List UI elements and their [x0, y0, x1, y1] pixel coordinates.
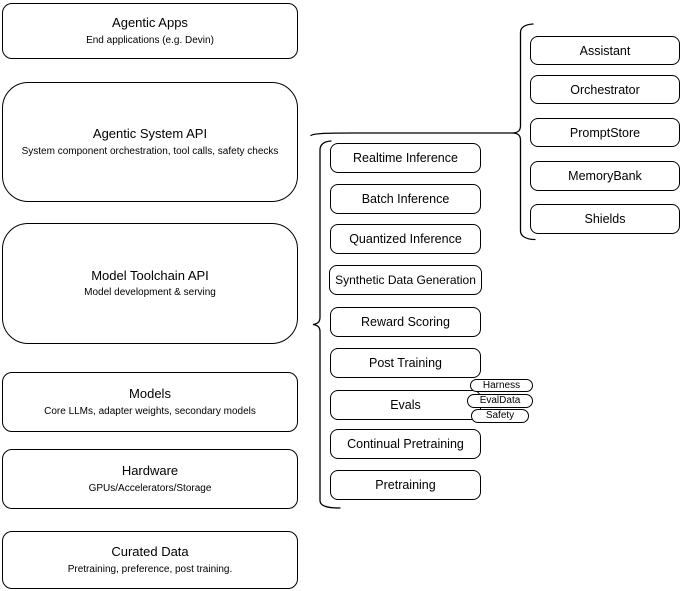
node-label: Pretraining [375, 478, 436, 492]
tag-label: Harness [482, 379, 521, 391]
node-label: Quantized Inference [349, 232, 462, 246]
node-models: Models Core LLMs, adapter weights, secon… [2, 372, 298, 432]
node-subtitle: End applications (e.g. Devin) [86, 34, 214, 46]
tag-label: EvalData [479, 395, 521, 406]
node-label: Synthetic Data Generation [335, 273, 476, 287]
node-agentic-system-api: Agentic System API System component orch… [2, 82, 298, 202]
node-subtitle: Core LLMs, adapter weights, secondary mo… [44, 405, 256, 417]
node-label: Evals [390, 398, 421, 412]
node-subtitle: System component orchestration, tool cal… [21, 145, 279, 157]
node-realtime-inference: Realtime Inference [330, 143, 481, 173]
tag-evaldata: EvalData [467, 394, 533, 408]
node-label: PromptStore [569, 125, 641, 140]
node-title: Models [129, 386, 171, 402]
node-agentic-apps: Agentic Apps End applications (e.g. Devi… [2, 3, 298, 59]
node-pretraining: Pretraining [330, 470, 481, 500]
node-title: Agentic Apps [112, 15, 188, 31]
node-batch-inference: Batch Inference [330, 184, 481, 214]
system-api-connector-line [310, 132, 514, 137]
tag-label: Safety [485, 410, 515, 421]
node-label: Orchestrator [570, 82, 640, 97]
tag-harness: Harness [470, 379, 533, 392]
node-post-training: Post Training [330, 348, 481, 378]
node-model-toolchain-api: Model Toolchain API Model development & … [2, 223, 298, 344]
node-label: Continual Pretraining [347, 437, 464, 451]
node-label: Reward Scoring [361, 315, 450, 329]
system-components-brace [512, 23, 536, 241]
node-label: Realtime Inference [353, 151, 458, 165]
node-subtitle: Pretraining, preference, post training. [67, 563, 233, 575]
node-label: Batch Inference [361, 192, 450, 206]
node-memorybank: MemoryBank [530, 161, 680, 191]
node-label: MemoryBank [568, 169, 642, 183]
node-label: Shields [584, 212, 626, 226]
node-promptstore: PromptStore [530, 118, 680, 147]
node-title: Agentic System API [92, 126, 208, 142]
tag-safety: Safety [471, 409, 529, 423]
node-title: Hardware [121, 463, 179, 479]
node-curated-data: Curated Data Pretraining, preference, po… [2, 531, 298, 589]
toolchain-brace [312, 140, 341, 509]
node-label: Post Training [369, 356, 442, 370]
node-assistant: Assistant [530, 36, 680, 65]
node-subtitle: Model development & serving [84, 287, 216, 299]
node-orchestrator: Orchestrator [530, 75, 680, 104]
node-title: Model Toolchain API [91, 267, 209, 283]
node-subtitle: GPUs/Accelerators/Storage [88, 482, 212, 494]
node-quantized-inference: Quantized Inference [330, 224, 481, 254]
node-synthetic-data-generation: Synthetic Data Generation [329, 265, 482, 295]
node-hardware: Hardware GPUs/Accelerators/Storage [2, 449, 298, 509]
node-label: Assistant [579, 43, 631, 58]
node-evals: Evals [330, 390, 481, 420]
node-reward-scoring: Reward Scoring [330, 307, 481, 337]
node-title: Curated Data [111, 544, 189, 560]
node-shields: Shields [530, 204, 680, 234]
node-continual-pretraining: Continual Pretraining [330, 429, 481, 459]
